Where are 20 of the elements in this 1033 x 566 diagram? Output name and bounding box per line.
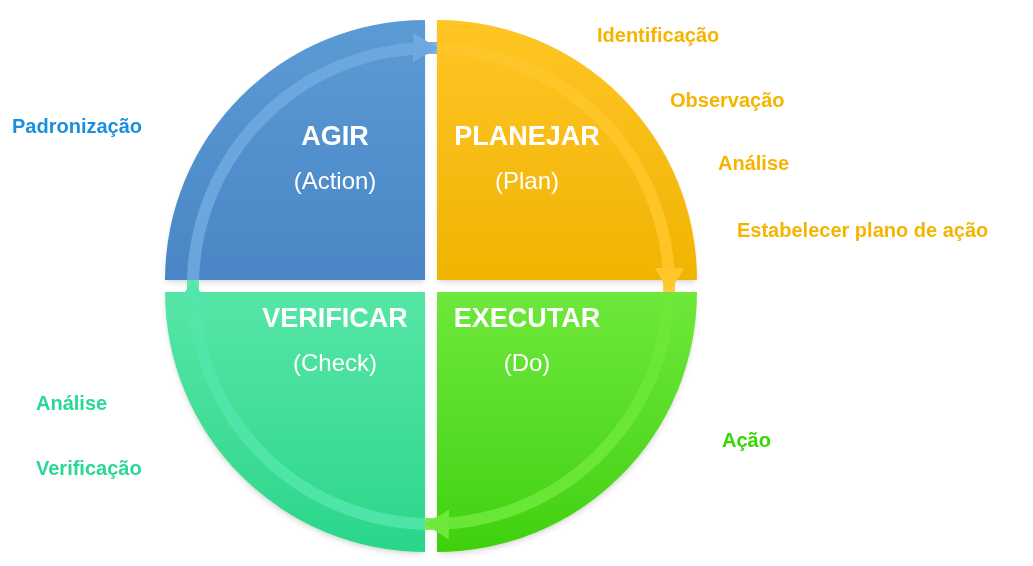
step-label: Análise (718, 151, 790, 176)
step-label: Observação (670, 88, 785, 113)
quadrant-title: EXECUTAR (453, 302, 601, 335)
step-label: Estabelecer plano de ação (737, 218, 989, 243)
quadrant-subtitle: (Plan) (495, 165, 559, 196)
quadrant-subtitle: (Action) (293, 165, 377, 196)
step-label: Identificação (597, 23, 720, 48)
quadrant-subtitle: (Do) (503, 347, 551, 378)
quadrant-title: VERIFICAR (262, 302, 408, 335)
step-label: Ação (722, 428, 771, 453)
curved-arrow (436, 42, 684, 293)
step-label: Padronização (12, 114, 143, 139)
quadrant-title: AGIR (301, 120, 369, 153)
curved-arrow (424, 291, 675, 539)
step-label: Análise (36, 391, 108, 416)
curved-arrow (187, 33, 438, 281)
step-label: Verificação (36, 456, 142, 481)
quadrant-title: PLANEJAR (454, 120, 600, 153)
curved-arrow (178, 279, 426, 530)
quadrant-subtitle: (Check) (293, 347, 377, 378)
